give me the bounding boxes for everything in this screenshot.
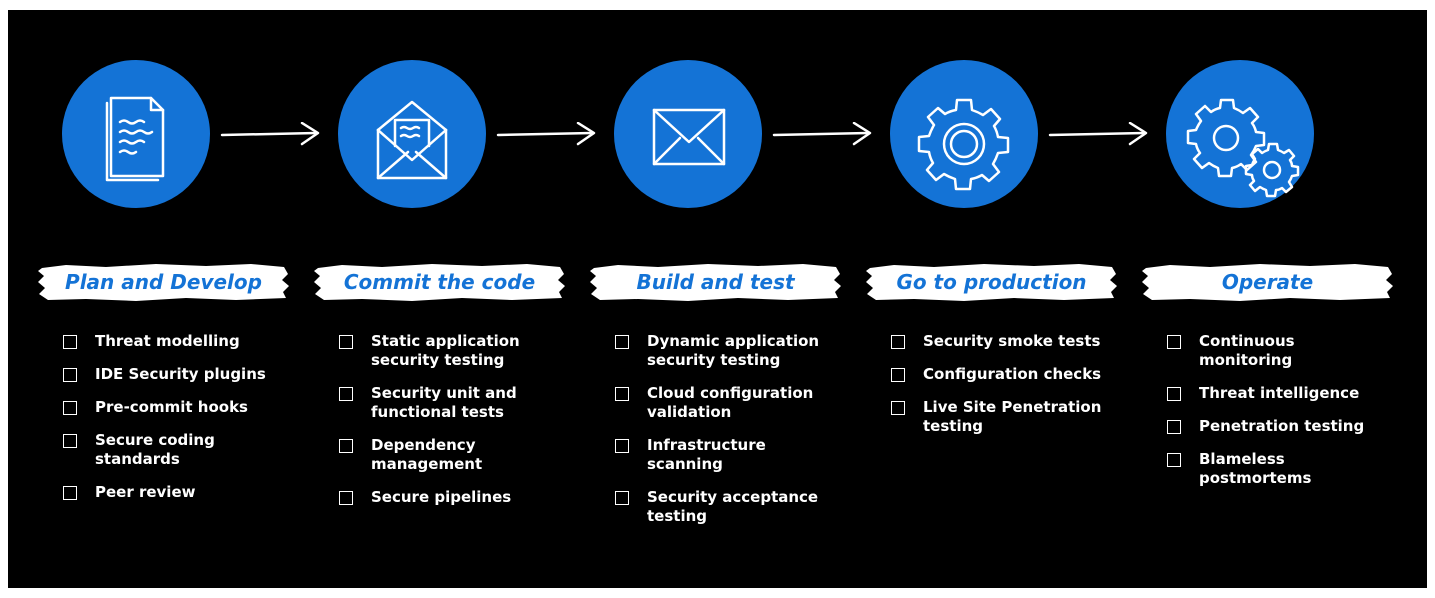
open-envelope-icon: [376, 100, 448, 180]
stage-circle-build: [614, 60, 762, 208]
checklist-item-text: Continuous monitoring: [1199, 332, 1295, 369]
checklist-item-text: Static application security testing: [371, 332, 520, 369]
checklist-item-text: Security acceptance testing: [647, 488, 819, 525]
checklist-build: Dynamic application security testing Clo…: [615, 332, 885, 540]
brush-stroke: [314, 264, 565, 301]
checklist-item: Security acceptance testing: [615, 488, 885, 526]
stage-label: Commit the code: [343, 270, 536, 294]
document-icon: [105, 96, 165, 182]
checklist-item-text: Dependency management: [371, 436, 483, 473]
checklist-item: Security smoke tests: [891, 332, 1161, 351]
stage-label: Plan and Develop: [65, 270, 262, 294]
flow-arrow: [220, 122, 320, 146]
checklist-item: Security unit and functional tests: [339, 384, 609, 422]
brush-stroke: [866, 264, 1117, 301]
flow-arrow: [496, 122, 596, 146]
checklist-production: Security smoke tests Configuration check…: [891, 332, 1161, 450]
checkbox[interactable]: [339, 491, 353, 505]
checkbox[interactable]: [339, 439, 353, 453]
checklist-item: Configuration checks: [891, 365, 1161, 384]
checklist-item-text: Infrastructure scanning: [647, 436, 766, 473]
checkbox[interactable]: [891, 401, 905, 415]
checkbox[interactable]: [339, 335, 353, 349]
checklist-item: Peer review: [63, 483, 333, 502]
checklist-item-text: Secure pipelines: [371, 488, 512, 506]
checklist-item-text: Penetration testing: [1199, 417, 1365, 435]
checkbox[interactable]: [891, 368, 905, 382]
checklist-item: Infrastructure scanning: [615, 436, 885, 474]
checklist-item: Threat modelling: [63, 332, 333, 351]
checkbox[interactable]: [63, 401, 77, 415]
checklist-item: Live Site Penetration testing: [891, 398, 1161, 436]
stage-label: Go to production: [896, 270, 1087, 294]
flow-arrow: [1048, 122, 1148, 146]
gears-icon: [1186, 98, 1300, 198]
stage-label: Operate: [1221, 270, 1314, 294]
checklist-plan: Threat modelling IDE Security plugins Pr…: [63, 332, 333, 516]
stage-label: Build and test: [636, 270, 795, 294]
checklist-item: Continuous monitoring: [1167, 332, 1427, 370]
stage-banner-plan: Plan and Develop: [36, 262, 291, 302]
checklist-item: Dynamic application security testing: [615, 332, 885, 370]
brush-stroke: [38, 264, 289, 301]
envelope-icon: [652, 108, 726, 166]
checkbox[interactable]: [615, 439, 629, 453]
brush-stroke: [590, 264, 841, 301]
checklist-item-text: Security smoke tests: [923, 332, 1101, 350]
checklist-item: IDE Security plugins: [63, 365, 333, 384]
checklist-item-text: Configuration checks: [923, 365, 1102, 383]
checklist-item-text: Live Site Penetration testing: [923, 398, 1102, 435]
checkbox[interactable]: [891, 335, 905, 349]
checklist-item-text: Threat intelligence: [1199, 384, 1360, 402]
checklist-item: Dependency management: [339, 436, 609, 474]
checklist-item-text: Security unit and functional tests: [371, 384, 517, 421]
checkbox[interactable]: [1167, 420, 1181, 434]
checklist-item: Blameless postmortems: [1167, 450, 1427, 488]
checkbox[interactable]: [615, 491, 629, 505]
gear-icon: [917, 98, 1010, 191]
checklist-item-text: Blameless postmortems: [1199, 450, 1312, 487]
checklist-item: Static application security testing: [339, 332, 609, 370]
checkbox[interactable]: [1167, 335, 1181, 349]
checkbox[interactable]: [615, 335, 629, 349]
checkbox[interactable]: [339, 387, 353, 401]
checklist-operate: Continuous monitoring Threat intelligenc…: [1167, 332, 1427, 502]
flow-arrow: [772, 122, 872, 146]
checklist-item: Secure pipelines: [339, 488, 609, 507]
stage-circle-commit: [338, 60, 486, 208]
checklist-item-text: Peer review: [95, 483, 196, 501]
devsecops-diagram: Plan and Develop Commit the code Build a…: [8, 10, 1427, 588]
checklist-item-text: Dynamic application security testing: [647, 332, 820, 369]
checklist-item-text: Secure coding standards: [95, 431, 215, 468]
checklist-commit: Static application security testing Secu…: [339, 332, 609, 521]
checkbox[interactable]: [63, 486, 77, 500]
checkbox[interactable]: [63, 368, 77, 382]
stage-circle-plan: [62, 60, 210, 208]
stage-banner-operate: Operate: [1140, 262, 1395, 302]
stage-banner-commit: Commit the code: [312, 262, 567, 302]
checklist-item-text: IDE Security plugins: [95, 365, 266, 383]
stage-banner-production: Go to production: [864, 262, 1119, 302]
checklist-item-text: Cloud configuration validation: [647, 384, 814, 421]
checklist-item: Threat intelligence: [1167, 384, 1427, 403]
brush-stroke: [1142, 264, 1393, 301]
checkbox[interactable]: [63, 335, 77, 349]
checklist-item: Cloud configuration validation: [615, 384, 885, 422]
checkbox[interactable]: [1167, 387, 1181, 401]
checklist-item-text: Pre-commit hooks: [95, 398, 248, 416]
checkbox[interactable]: [615, 387, 629, 401]
checkbox[interactable]: [63, 434, 77, 448]
checklist-item: Penetration testing: [1167, 417, 1427, 436]
stage-circle-production: [890, 60, 1038, 208]
checklist-item-text: Threat modelling: [95, 332, 240, 350]
checklist-item: Secure coding standards: [63, 431, 333, 469]
checklist-item: Pre-commit hooks: [63, 398, 333, 417]
stage-banner-build: Build and test: [588, 262, 843, 302]
checkbox[interactable]: [1167, 453, 1181, 467]
stage-circle-operate: [1166, 60, 1314, 208]
